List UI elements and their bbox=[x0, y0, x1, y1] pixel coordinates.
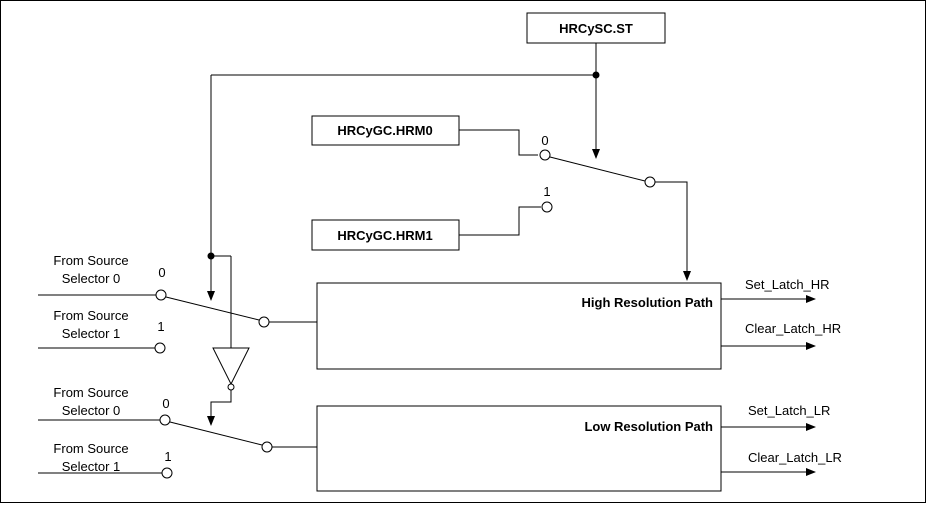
switch-contact-hrm1 bbox=[541, 201, 553, 213]
source-label-lr1-line2: Selector 1 bbox=[62, 459, 121, 474]
output-label-set-latch-hr: Set_Latch_HR bbox=[745, 277, 830, 292]
source-label-hr0-line2: Selector 0 bbox=[62, 271, 121, 286]
switch-output-hrm bbox=[644, 176, 656, 188]
source-label-hr1-line1: From Source bbox=[53, 308, 128, 323]
switch-label-hrm1: 1 bbox=[543, 184, 550, 199]
high-resolution-path-block: High Resolution Path bbox=[316, 282, 722, 370]
source-label-lr0-line1: From Source bbox=[53, 385, 128, 400]
switch-label-hr0: 0 bbox=[158, 265, 165, 280]
inverter-arrow-lr-switch bbox=[207, 390, 232, 426]
lr-input-switch: From Source Selector 0 0 From Source Sel… bbox=[38, 385, 317, 479]
hr-input-switch: From Source Selector 0 0 From Source Sel… bbox=[38, 253, 317, 354]
register-box-st: HRCySC.ST bbox=[526, 12, 666, 44]
output-label-clear-latch-hr: Clear_Latch_HR bbox=[745, 321, 841, 336]
high-resolution-path-label: High Resolution Path bbox=[582, 295, 714, 310]
source-label-hr0-line1: From Source bbox=[53, 253, 128, 268]
switch-lever-hr bbox=[165, 296, 260, 321]
st-control-wiring bbox=[207, 43, 600, 426]
switch-label-hrm0: 0 bbox=[541, 133, 548, 148]
low-resolution-path-block: Low Resolution Path bbox=[316, 405, 722, 492]
register-box-hrm1: HRCyGC.HRM1 bbox=[311, 219, 460, 251]
register-box-hrm0: HRCyGC.HRM0 bbox=[311, 115, 460, 146]
source-label-lr1-line1: From Source bbox=[53, 441, 128, 456]
inverter-bubble bbox=[227, 383, 235, 391]
hrm-mux: 0 1 bbox=[459, 129, 691, 281]
switch-output-hr bbox=[258, 316, 270, 328]
switch-label-lr0: 0 bbox=[162, 396, 169, 411]
register-label-st: HRCySC.ST bbox=[559, 21, 633, 36]
register-label-hrm0: HRCyGC.HRM0 bbox=[337, 123, 432, 138]
switch-label-hr1: 1 bbox=[157, 319, 164, 334]
switch-label-lr1: 1 bbox=[164, 449, 171, 464]
inverter-gate bbox=[212, 347, 250, 386]
output-label-clear-latch-lr: Clear_Latch_LR bbox=[748, 450, 842, 465]
switch-lever-hrm bbox=[549, 156, 646, 182]
switch-contact-hr1 bbox=[154, 342, 166, 354]
switch-contact-lr1 bbox=[161, 467, 173, 479]
hrm-arrow-high-path bbox=[655, 181, 691, 281]
lr-outputs: Set_Latch_LR Clear_Latch_LR bbox=[721, 403, 842, 476]
source-label-lr0-line2: Selector 0 bbox=[62, 403, 121, 418]
switch-contact-hrm0 bbox=[539, 149, 551, 161]
switch-lever-lr bbox=[169, 421, 263, 446]
low-resolution-path-label: Low Resolution Path bbox=[584, 419, 713, 434]
switch-contact-hr0 bbox=[155, 289, 167, 301]
output-label-set-latch-lr: Set_Latch_LR bbox=[748, 403, 830, 418]
register-label-hrm1: HRCyGC.HRM1 bbox=[337, 228, 432, 243]
switch-contact-lr0 bbox=[159, 414, 171, 426]
hr-outputs: Set_Latch_HR Clear_Latch_HR bbox=[721, 277, 841, 350]
switch-output-lr bbox=[261, 441, 273, 453]
source-label-hr1-line2: Selector 1 bbox=[62, 326, 121, 341]
